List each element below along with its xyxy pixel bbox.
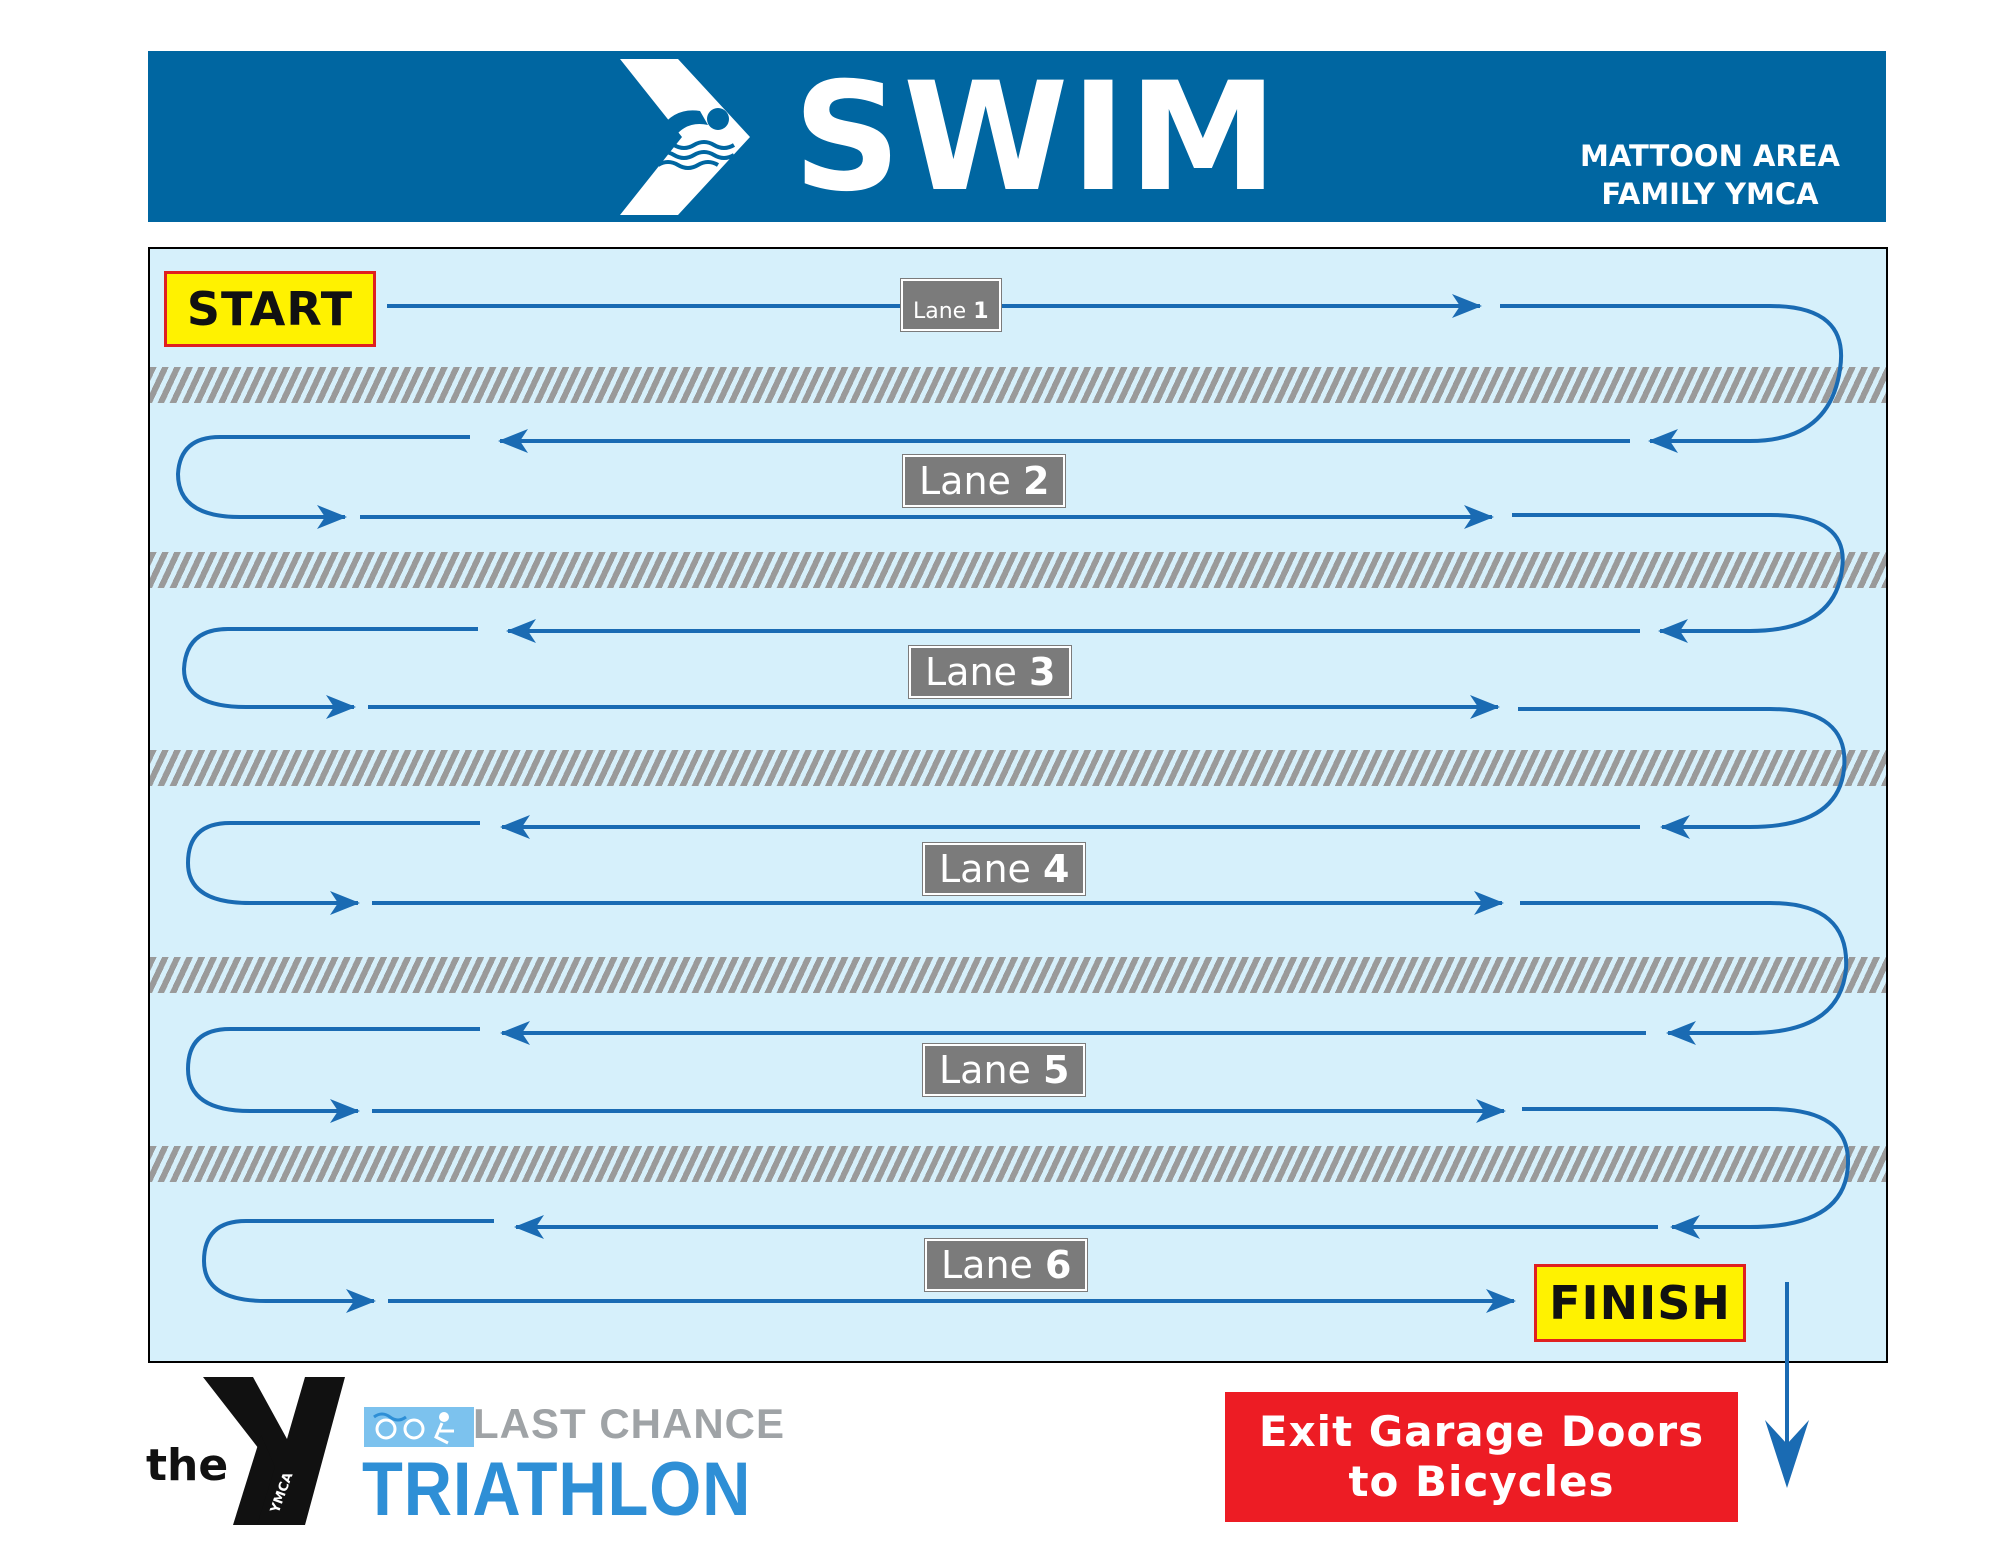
route-turn: [1518, 707, 1847, 839]
lane-prefix: Lane: [925, 650, 1017, 694]
route-turn: [181, 627, 478, 719]
organization-name: MATTOON AREA FAMILY YMCA: [1560, 137, 1860, 213]
lane-label-4: Lane 4: [921, 842, 1087, 896]
header-banner: SWIM MATTOON AREA FAMILY YMCA: [148, 51, 1886, 225]
lane-rope: [150, 1146, 1886, 1182]
lane-rope: [150, 750, 1886, 786]
lane-number: 6: [1045, 1243, 1072, 1287]
lane-rope: [150, 552, 1886, 588]
lane-label-6: Lane 6: [923, 1238, 1089, 1292]
swim-route: [175, 294, 1851, 1313]
exit-line-2: to Bicycles: [1348, 1457, 1615, 1506]
lane-number: 3: [1029, 650, 1056, 694]
lane-prefix: Lane: [941, 1243, 1033, 1287]
event-name-line-1: LAST CHANCE: [473, 1400, 785, 1447]
pool-diagram: START Lane 1 Lane 2 Lane 3 Lane 4 Lane 5…: [148, 247, 1888, 1363]
lane-prefix: Lane: [939, 1048, 1031, 1092]
finish-marker: FINISH: [1534, 1264, 1746, 1342]
event-name-line-2: TRIATHLON: [362, 1447, 752, 1532]
lane-label-2: Lane 2: [901, 454, 1067, 508]
lane-number: 1: [973, 299, 989, 324]
exit-line-1: Exit Garage Doors: [1258, 1407, 1705, 1456]
route-turn: [1522, 1107, 1851, 1239]
route-turn: [185, 1027, 480, 1123]
route-turn: [175, 435, 470, 529]
lane-prefix: Lane: [939, 847, 1031, 891]
page-title: SWIM: [793, 51, 1280, 225]
lane-rope: [150, 957, 1886, 993]
ymca-logo-icon: [203, 1377, 345, 1525]
lane-number: 4: [1043, 847, 1070, 891]
route-turn: [1512, 513, 1845, 643]
route-turn: [201, 1219, 494, 1313]
lane-prefix: Lane: [919, 459, 1011, 503]
ymca-the-text: the: [146, 1440, 229, 1491]
lane-label-1: Lane 1: [900, 278, 1002, 332]
route-turn: [1500, 304, 1844, 453]
organization-line-2: FAMILY YMCA: [1601, 177, 1819, 211]
route-turn: [185, 821, 480, 915]
exit-sign: Exit Garage Doors to Bicycles: [1225, 1392, 1738, 1522]
lane-label-3: Lane 3: [907, 645, 1073, 699]
lane-prefix: Lane: [913, 299, 967, 324]
lane-label-5: Lane 5: [921, 1043, 1087, 1097]
exit-arrow-icon: [1765, 1282, 1809, 1488]
lane-rope: [150, 367, 1886, 403]
organization-line-1: MATTOON AREA: [1580, 139, 1840, 173]
lane-number: 2: [1023, 459, 1050, 503]
route-turn: [1520, 901, 1849, 1045]
lane-number: 5: [1043, 1048, 1070, 1092]
swimmer-icon: [620, 59, 750, 215]
triathlon-icon: [364, 1407, 474, 1447]
start-marker: START: [164, 271, 376, 347]
